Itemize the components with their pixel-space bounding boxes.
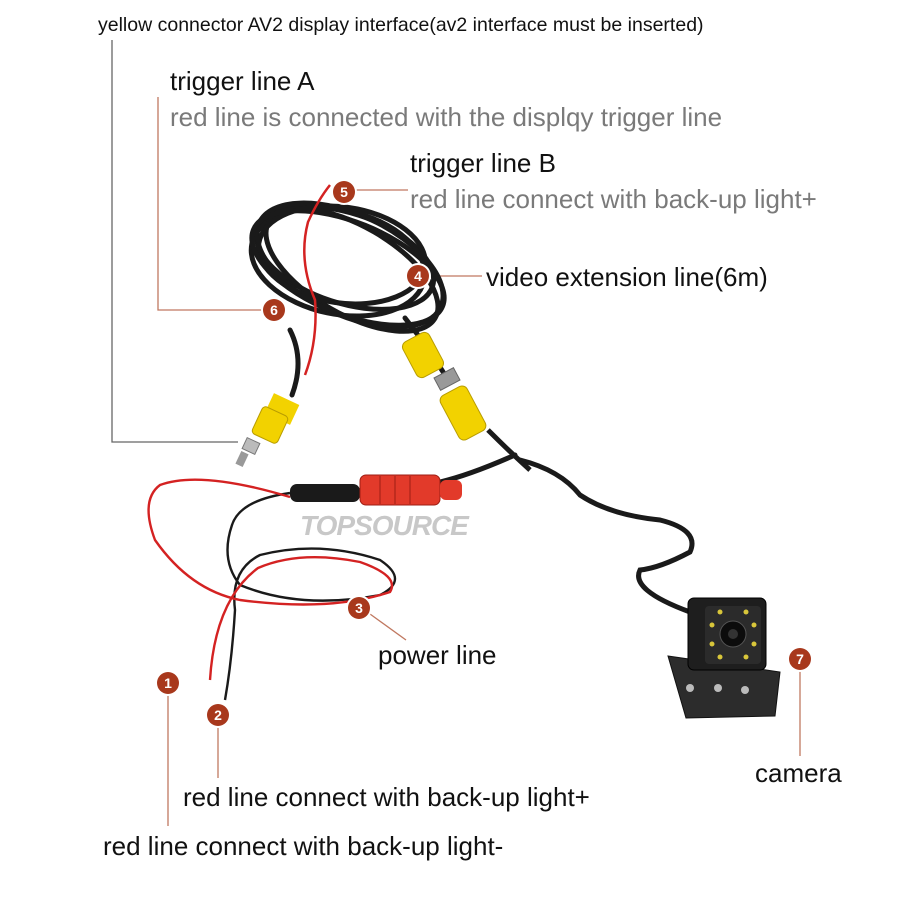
label-power-line: power line <box>378 640 497 670</box>
label-trigger-a-title: trigger line A <box>170 66 315 96</box>
label-trigger-b-title: trigger line B <box>410 148 556 178</box>
label-trigger-b-desc: red line connect with back-up light+ <box>410 184 817 214</box>
camera-body <box>667 597 781 719</box>
power-wires <box>147 478 397 701</box>
badge-5: 5 <box>333 181 355 203</box>
red-trigger-wire <box>303 184 331 376</box>
rca-connector-right <box>401 331 532 472</box>
badge-6: 6 <box>263 299 285 321</box>
leader-top <box>111 40 238 443</box>
label-trigger-a-desc: red line is connected with the displqy t… <box>170 102 723 132</box>
power-connector <box>290 474 462 506</box>
leader-power <box>369 613 407 641</box>
rca-connector-left <box>235 393 300 468</box>
badge-7: 7 <box>789 648 811 670</box>
badge-2: 2 <box>207 704 229 726</box>
watermark-logo: TOPSOURCE <box>300 510 469 541</box>
camera-cable <box>437 452 695 615</box>
label-red-minus: red line connect with back-up light- <box>103 831 504 861</box>
label-camera: camera <box>755 758 842 788</box>
badge-1: 1 <box>157 672 179 694</box>
label-video-extension: video extension line(6m) <box>486 262 768 292</box>
badge-3: 3 <box>348 597 370 619</box>
label-red-plus: red line connect with back-up light+ <box>183 782 590 812</box>
label-top-av2: yellow connector AV2 display interface(a… <box>98 14 704 36</box>
leader-trigger-a <box>157 97 262 311</box>
badge-4: 4 <box>407 265 429 287</box>
